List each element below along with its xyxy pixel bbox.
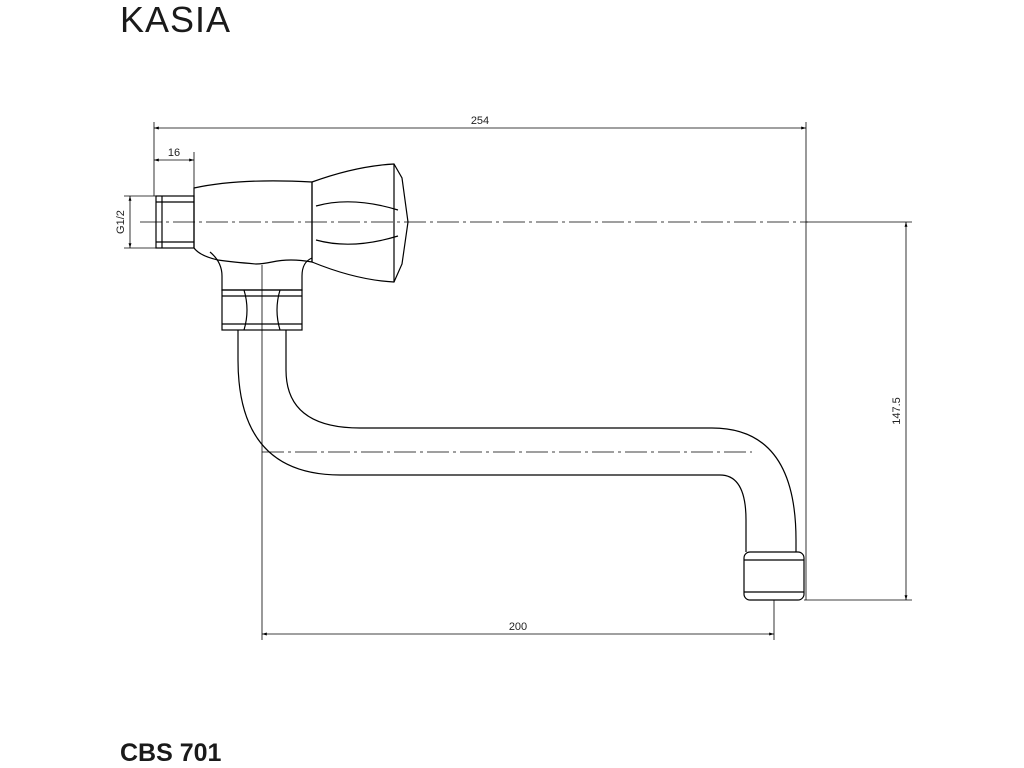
spout-tube <box>237 330 797 552</box>
valve-body <box>193 180 313 291</box>
swivel-nut <box>221 289 303 331</box>
product-title: KASIA <box>120 0 232 40</box>
handle-knob <box>311 163 409 283</box>
dim-label-height: 147.5 <box>891 397 903 425</box>
dim-label-thread-size: G1/2 <box>115 210 127 234</box>
aerator-tip <box>743 551 805 601</box>
dim-label-thread-length: 16 <box>168 147 180 159</box>
dim-label-spout-reach: 200 <box>509 621 527 633</box>
model-code: CBS 701 <box>120 739 222 767</box>
dim-label-overall-width: 254 <box>471 115 489 127</box>
